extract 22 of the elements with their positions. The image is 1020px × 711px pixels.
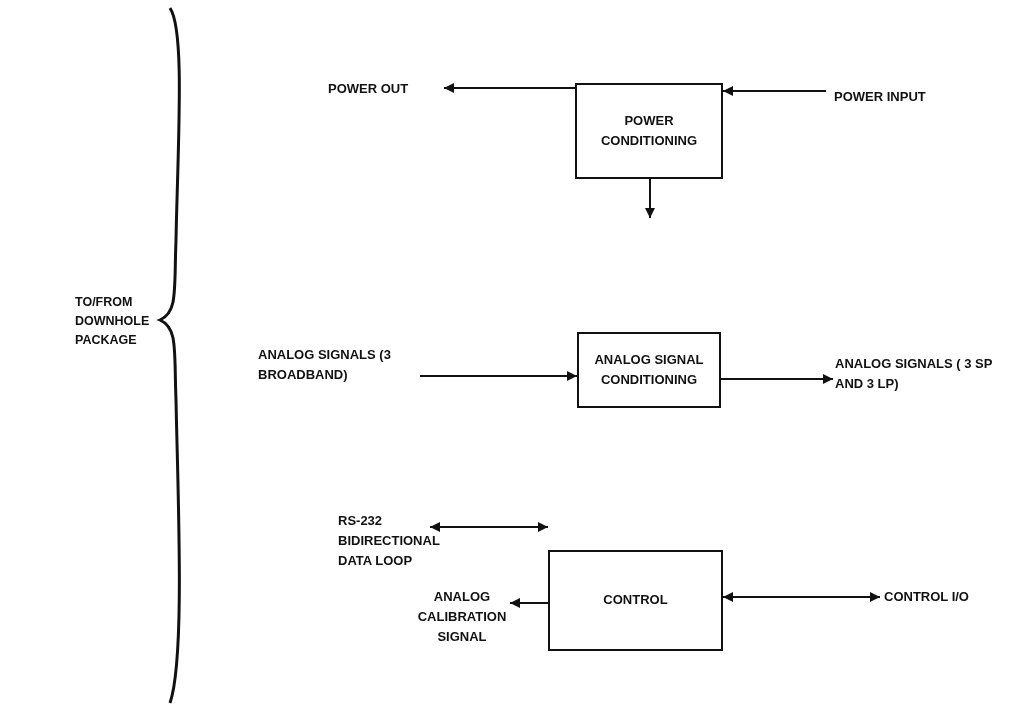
process-box xyxy=(575,83,723,179)
signal-label: ANALOG SIGNALS (3 BROADBAND) xyxy=(258,345,392,384)
signal-label: POWER OUT xyxy=(328,79,409,98)
signal-label: CONTROL I/O xyxy=(884,587,969,606)
arrow xyxy=(722,86,827,96)
arrow xyxy=(645,178,655,219)
signal-label: POWER INPUT xyxy=(834,87,926,106)
side-label: TO/FROM DOWNHOLE PACKAGE xyxy=(75,294,151,349)
arrow xyxy=(429,522,549,532)
arrow xyxy=(720,374,834,384)
box-label: ANALOG SIGNAL CONDITIONING xyxy=(593,350,705,389)
arrow xyxy=(509,598,549,608)
signal-label: ANALOG SIGNALS ( 3 SP AND 3 LP) xyxy=(835,354,994,393)
arrow xyxy=(722,592,881,602)
signal-label: RS-232 BIDIRECTIONAL DATA LOOP xyxy=(338,511,440,571)
process-box xyxy=(577,332,721,408)
box-label: CONTROL xyxy=(603,591,668,610)
arrow xyxy=(443,83,576,93)
arrow xyxy=(419,371,578,381)
signal-label: ANALOG CALIBRATION SIGNAL xyxy=(416,587,508,647)
process-box xyxy=(548,550,723,651)
box-label: POWER CONDITIONING xyxy=(599,111,699,150)
